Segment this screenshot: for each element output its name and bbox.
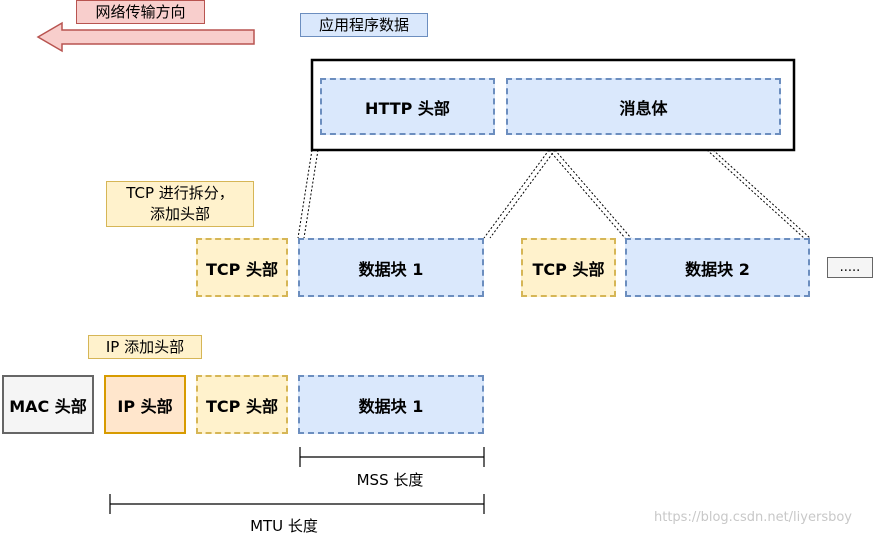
watermark-text: https://blog.csdn.net/liyersboy	[654, 510, 852, 525]
ip-header-block: IP 头部	[104, 375, 186, 434]
tcp-split-label-line2: 添加头部	[149, 205, 210, 223]
http-header-block: HTTP 头部	[320, 78, 495, 135]
data-chunk-1: 数据块 1	[298, 238, 484, 297]
mtu-length-label: MTU 长度	[250, 517, 318, 535]
mss-dimension-line	[299, 447, 485, 467]
data-chunk-1-frame: 数据块 1	[298, 375, 484, 434]
tcp-header-block-1: TCP 头部	[196, 238, 288, 297]
tcp-header-block-2: TCP 头部	[521, 238, 616, 297]
ip-add-header-label: IP 添加头部	[88, 335, 202, 359]
mtu-dimension-line	[109, 494, 485, 514]
mss-length-label: MSS 长度	[356, 471, 424, 489]
mac-header-block: MAC 头部	[2, 375, 94, 434]
app-data-label: 应用程序数据	[300, 13, 428, 37]
data-chunk-2: 数据块 2	[625, 238, 810, 297]
tcp-split-label-line1: TCP 进行拆分，	[126, 184, 234, 202]
direction-label: 网络传输方向	[76, 0, 205, 24]
split-connectors	[297, 149, 811, 239]
direction-arrow-icon	[36, 21, 255, 53]
more-chunks-ellipsis: .....	[827, 257, 873, 278]
message-body-block: 消息体	[506, 78, 781, 135]
tcp-header-block-3: TCP 头部	[196, 375, 288, 434]
tcp-split-label: TCP 进行拆分， 添加头部	[106, 181, 254, 227]
